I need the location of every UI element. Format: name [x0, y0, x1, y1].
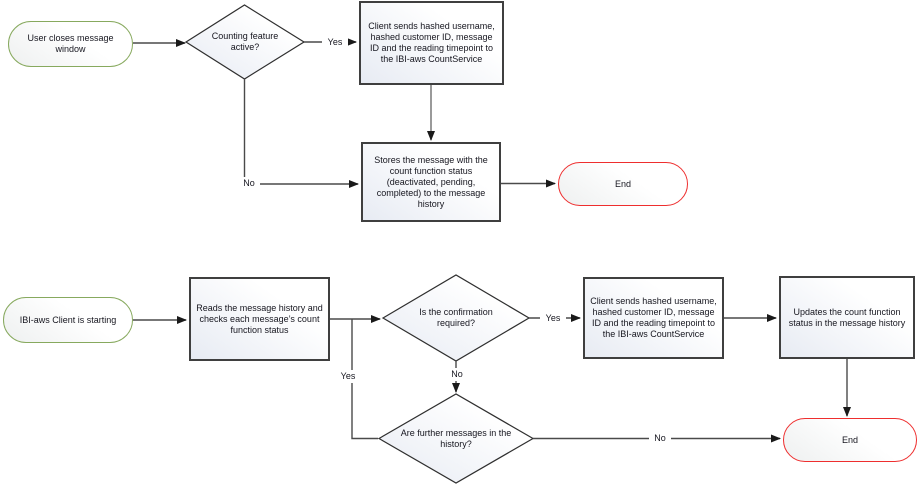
end-node-label: End	[841, 434, 858, 445]
process-label: Reads the message history and checks eac…	[196, 302, 323, 335]
start-node-user-closes-window: User closes message window	[8, 21, 133, 67]
edge-label-yes-confirmation: Yes	[540, 312, 566, 325]
end-node-flow1: End	[558, 162, 688, 206]
process-label: Client sends hashed username, hashed cus…	[590, 296, 717, 339]
connector-decision1-no	[243, 79, 359, 188]
end-node-flow2: End	[783, 418, 917, 462]
start-node-label: IBI-aws Client is starting	[19, 314, 117, 325]
end-node-label: End	[614, 178, 631, 189]
process-client-sends-countservice-1: Client sends hashed username, hashed cus…	[359, 1, 504, 85]
process-label: Updates the count function status in the…	[788, 306, 906, 328]
edge-label-no-counting: No	[238, 177, 260, 190]
edge-label-yes-further: Yes	[335, 370, 361, 383]
process-reads-message-history: Reads the message history and checks eac…	[189, 277, 330, 361]
process-client-sends-countservice-2: Client sends hashed username, hashed cus…	[583, 277, 724, 359]
connector-further-yes-loop	[351, 319, 378, 440]
process-updates-count-status: Updates the count function status in the…	[779, 276, 915, 359]
start-node-label: User closes message window	[27, 33, 114, 54]
process-stores-message-history: Stores the message with the count functi…	[361, 142, 501, 222]
edge-label-no-further: No	[649, 432, 671, 445]
start-node-client-starting: IBI-aws Client is starting	[3, 297, 133, 343]
decision-counting-feature-label: Counting feature active?	[211, 31, 279, 52]
decision-confirmation-label: Is the confirmation required?	[419, 307, 493, 328]
decision-further-messages-label: Are further messages in the history?	[400, 427, 512, 449]
process-label: Stores the message with the count functi…	[374, 154, 488, 209]
edge-label-no-confirmation: No	[446, 368, 468, 381]
process-label: Client sends hashed username, hashed cus…	[368, 21, 495, 64]
edge-label-yes-counting: Yes	[322, 36, 348, 49]
